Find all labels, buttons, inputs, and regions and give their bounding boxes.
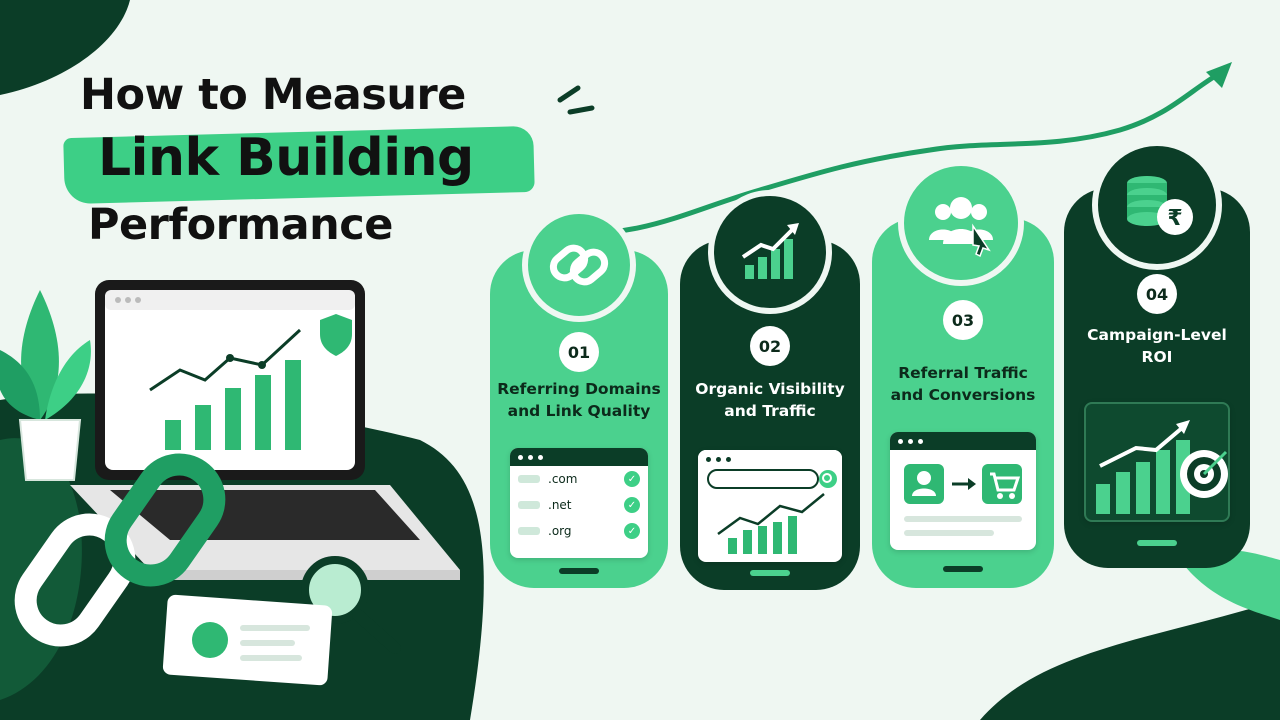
roi-window bbox=[1084, 402, 1230, 522]
report-card-icon bbox=[162, 594, 333, 686]
headline: How to Measure Link Building Performance bbox=[0, 0, 620, 290]
card-label-2: Organic Visibility and Traffic bbox=[695, 380, 845, 420]
chain-link-icon bbox=[522, 208, 636, 322]
laptop-illustration bbox=[0, 280, 460, 686]
title-line-3: Performance bbox=[88, 200, 393, 250]
card-label-3: Referral Traffic and Conversions bbox=[890, 364, 1036, 404]
title-line-2: Link Building bbox=[98, 128, 474, 188]
card-label-1: Referring Domains and Link Quality bbox=[497, 380, 661, 420]
step-number-3: 03 bbox=[943, 300, 983, 340]
check-icon: ✓ bbox=[624, 497, 640, 513]
check-icon: ✓ bbox=[624, 523, 640, 539]
card-label-4: Campaign-Level ROI bbox=[1087, 326, 1227, 366]
title-line-1: How to Measure bbox=[80, 70, 466, 120]
laptop-icon bbox=[70, 280, 460, 580]
step-number-1: 01 bbox=[559, 332, 599, 372]
step-number-2: 02 bbox=[750, 326, 790, 366]
search-traffic-window bbox=[698, 450, 842, 562]
card-bar bbox=[750, 570, 790, 576]
magnifier-icon bbox=[301, 556, 401, 654]
card-bar bbox=[559, 568, 599, 574]
card-bar bbox=[943, 566, 983, 572]
check-icon: ✓ bbox=[624, 471, 640, 487]
conversion-window bbox=[890, 432, 1036, 550]
domain-row: .net✓ bbox=[510, 492, 648, 518]
plant-icon bbox=[0, 290, 91, 481]
step-number-4: 04 bbox=[1137, 274, 1177, 314]
users-cursor-icon bbox=[898, 160, 1024, 286]
growth-chart-icon bbox=[708, 190, 832, 314]
domain-row: .com✓ bbox=[510, 466, 648, 492]
card-referral-traffic: 03 Referral Traffic and Conversions bbox=[872, 218, 1054, 588]
rupee-coins-icon: ₹ bbox=[1092, 140, 1222, 270]
card-bar bbox=[1137, 540, 1177, 546]
domain-row: .org✓ bbox=[510, 518, 648, 544]
domain-list-window: .com✓ .net✓ .org✓ bbox=[510, 448, 648, 558]
svg-text:₹: ₹ bbox=[1167, 206, 1182, 231]
chain-link-icon bbox=[14, 453, 226, 647]
